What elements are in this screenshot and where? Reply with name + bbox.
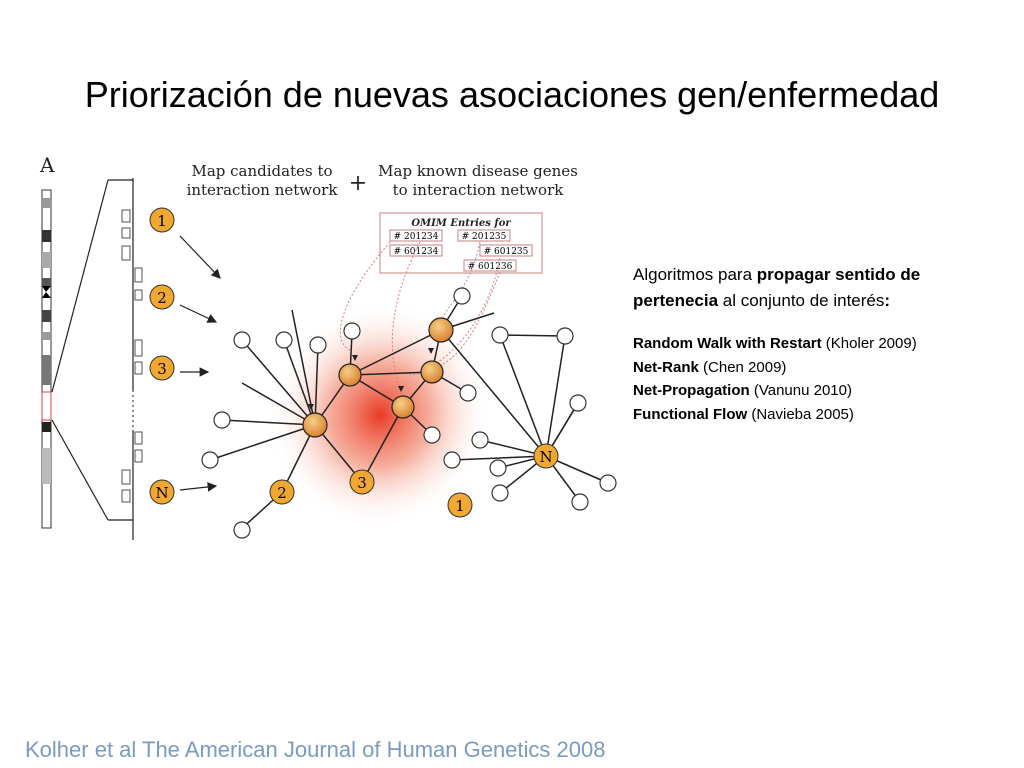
header-left-line1: Map candidates to (191, 162, 332, 180)
plus-sign: + (349, 171, 367, 196)
algorithm-ref: (Chen 2009) (698, 358, 787, 376)
network-node (471, 431, 489, 449)
labeled-network-nodes: 2 3 N 1 (269, 443, 559, 518)
network-node (423, 426, 441, 444)
network-node (213, 411, 231, 429)
network-node (233, 521, 251, 539)
mapping-arrowheads (308, 348, 434, 410)
network-node (491, 484, 509, 502)
slide-title: Priorización de nuevas asociaciones gen/… (84, 74, 940, 115)
disease-node (338, 363, 362, 387)
header-right-line1: Map known disease genes (378, 162, 578, 180)
network-node (571, 493, 589, 511)
network-node (443, 451, 461, 469)
algorithm-name: Random Walk with Restart (633, 335, 822, 352)
candidate-label: N (155, 484, 168, 502)
network-node (275, 331, 293, 349)
panel-label: A (39, 153, 55, 177)
zoom-lines (51, 178, 134, 540)
algorithm-item: Net-Rank (Chen 2009) (633, 356, 1003, 380)
intro-bold: propagar sentido de pertenecia (633, 265, 921, 310)
candidate-arrows (179, 235, 221, 492)
citation-footer: Kolher et al The American Journal of Hum… (25, 737, 606, 762)
chromosome (41, 189, 52, 529)
algorithm-name: Net-Rank (633, 358, 699, 376)
network-node (309, 336, 327, 354)
network-candidate-node (349, 469, 375, 495)
algorithm-ref: (Navieba 2005) (747, 405, 854, 423)
omim-entry: # 601236 (468, 262, 513, 272)
disease-node (391, 395, 415, 419)
network-nodes (201, 287, 617, 539)
network-node (459, 384, 477, 402)
algorithms-intro: Algoritmos para propagar sentido de pert… (633, 262, 1003, 314)
network-node (233, 331, 251, 349)
network-node-label: N (539, 448, 552, 466)
intro-colon: : (884, 291, 891, 310)
algorithm-item: Random Walk with Restart (Kholer 2009) (633, 332, 1003, 356)
network-node (556, 327, 574, 345)
omim-entry: # 201234 (394, 232, 439, 242)
network-node-label: 3 (357, 474, 367, 492)
omim-entry: # 601235 (484, 247, 529, 257)
network-node (491, 326, 509, 344)
network-node-label: 1 (455, 497, 465, 515)
candidate-node (149, 284, 175, 310)
algorithm-item: Functional Flow (Navieba 2005) (633, 403, 1003, 427)
algorithms-panel: Algoritmos para propagar sentido de pert… (633, 262, 1003, 426)
candidate-list: 1 2 3 N (149, 207, 175, 505)
network-node (599, 474, 617, 492)
header-left-line2: interaction network (187, 181, 339, 199)
algorithm-item: Net-Propagation (Vanunu 2010) (633, 379, 1003, 403)
gene-track (121, 209, 143, 503)
disease-gene-nodes (302, 317, 454, 438)
network-candidate-node (269, 479, 295, 505)
candidate-label: 1 (157, 212, 167, 230)
algorithm-ref: (Kholer 2009) (821, 335, 917, 352)
disease-node (302, 412, 328, 438)
candidate-label: 3 (157, 360, 167, 378)
network-node (489, 459, 507, 477)
algorithm-name: Net-Propagation (633, 382, 750, 399)
network-candidate-node (533, 443, 559, 469)
disease-node (420, 360, 444, 384)
intro-suffix: al conjunto de interés (718, 291, 885, 310)
omim-title: OMIM Entries for (411, 218, 511, 229)
header-right-line2: to interaction network (393, 181, 565, 199)
omim-entry: # 601234 (394, 247, 439, 257)
algorithm-ref: (Vanunu 2010) (749, 382, 852, 399)
network-candidate-node (447, 492, 473, 518)
omim-box: OMIM Entries for # 201234 # 201235 # 601… (379, 212, 543, 274)
network-diagram: A Map candidates to interaction network … (39, 153, 617, 540)
candidate-node (149, 207, 175, 233)
network-node (343, 322, 361, 340)
candidate-node (149, 479, 175, 505)
candidate-label: 2 (157, 289, 167, 307)
algorithm-name: Functional Flow (633, 405, 748, 423)
network-node (201, 451, 219, 469)
network-node (569, 394, 587, 412)
algorithm-list: Random Walk with Restart (Kholer 2009) N… (633, 332, 1003, 426)
intro-prefix: Algoritmos para (633, 265, 757, 284)
omim-entry: # 201235 (462, 232, 507, 242)
candidate-node (149, 355, 175, 381)
disease-node (428, 317, 454, 343)
propagation-glow (268, 301, 492, 529)
network-node-label: 2 (277, 484, 287, 502)
network-node (453, 287, 471, 305)
